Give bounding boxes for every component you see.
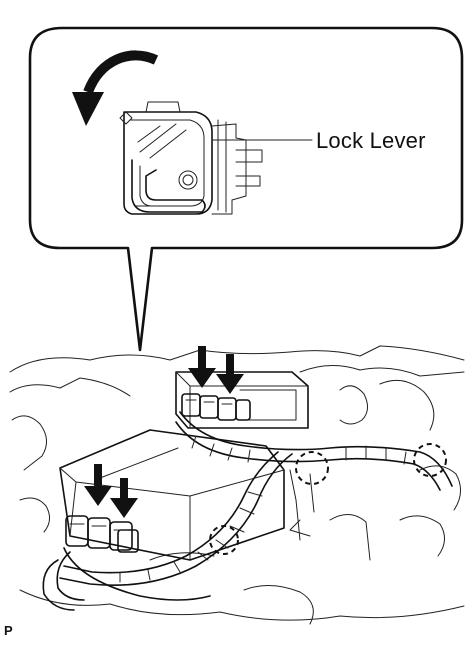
rotation-arrow-icon [72, 50, 159, 126]
down-arrow-icon [188, 346, 216, 388]
clamp-marker-icon [413, 443, 447, 477]
engine-bay-drawing [9, 345, 465, 625]
connector-closeup [119, 101, 263, 215]
lower-connectors [65, 515, 139, 553]
figure-id: P [4, 623, 13, 638]
callout-box [28, 26, 464, 352]
clamp-marker-icon [209, 525, 239, 555]
down-arrow-icon [110, 478, 138, 518]
clamp-marker-icon [295, 451, 329, 485]
upper-connectors [181, 393, 251, 421]
down-arrow-icon [216, 354, 244, 394]
wire-harness [42, 411, 453, 611]
down-arrow-icon [84, 464, 112, 506]
lock-lever-label: Lock Lever [316, 128, 426, 153]
